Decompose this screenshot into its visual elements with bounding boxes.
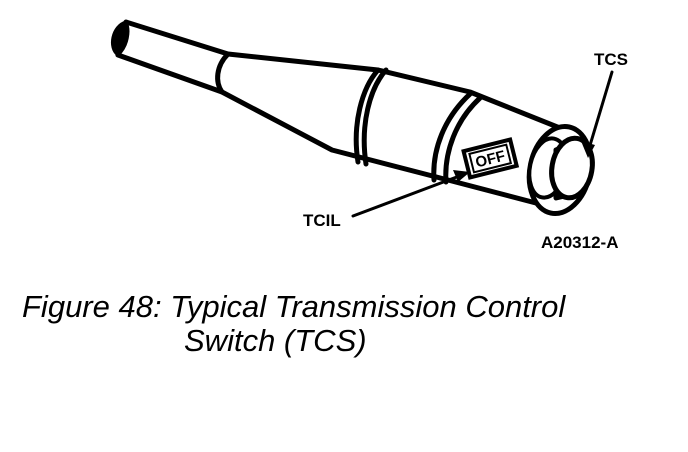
indicator-off-text: OFF (474, 148, 507, 172)
leader-lines (351, 70, 614, 218)
tcs-leader-arrowhead (581, 141, 595, 158)
shaft-break-end (110, 20, 130, 57)
tcs-label: TCS (594, 50, 628, 69)
tcil-label: TCIL (303, 211, 341, 230)
tcs-end-cap (549, 135, 595, 201)
tcs-leader-line (586, 70, 614, 154)
figure-caption-line-1: Figure 48: Typical Transmission Control (22, 289, 566, 324)
tcil-indicator-window: OFF (461, 137, 520, 180)
stalk-ring-bands (215, 51, 483, 185)
tcil-leader-line (351, 173, 464, 218)
tcil-leader-arrowhead (453, 170, 470, 182)
lever-stalk (115, 19, 573, 211)
part-number-label: A20312-A (541, 233, 619, 252)
figure-caption-line-2: Switch (TCS) (184, 323, 367, 358)
